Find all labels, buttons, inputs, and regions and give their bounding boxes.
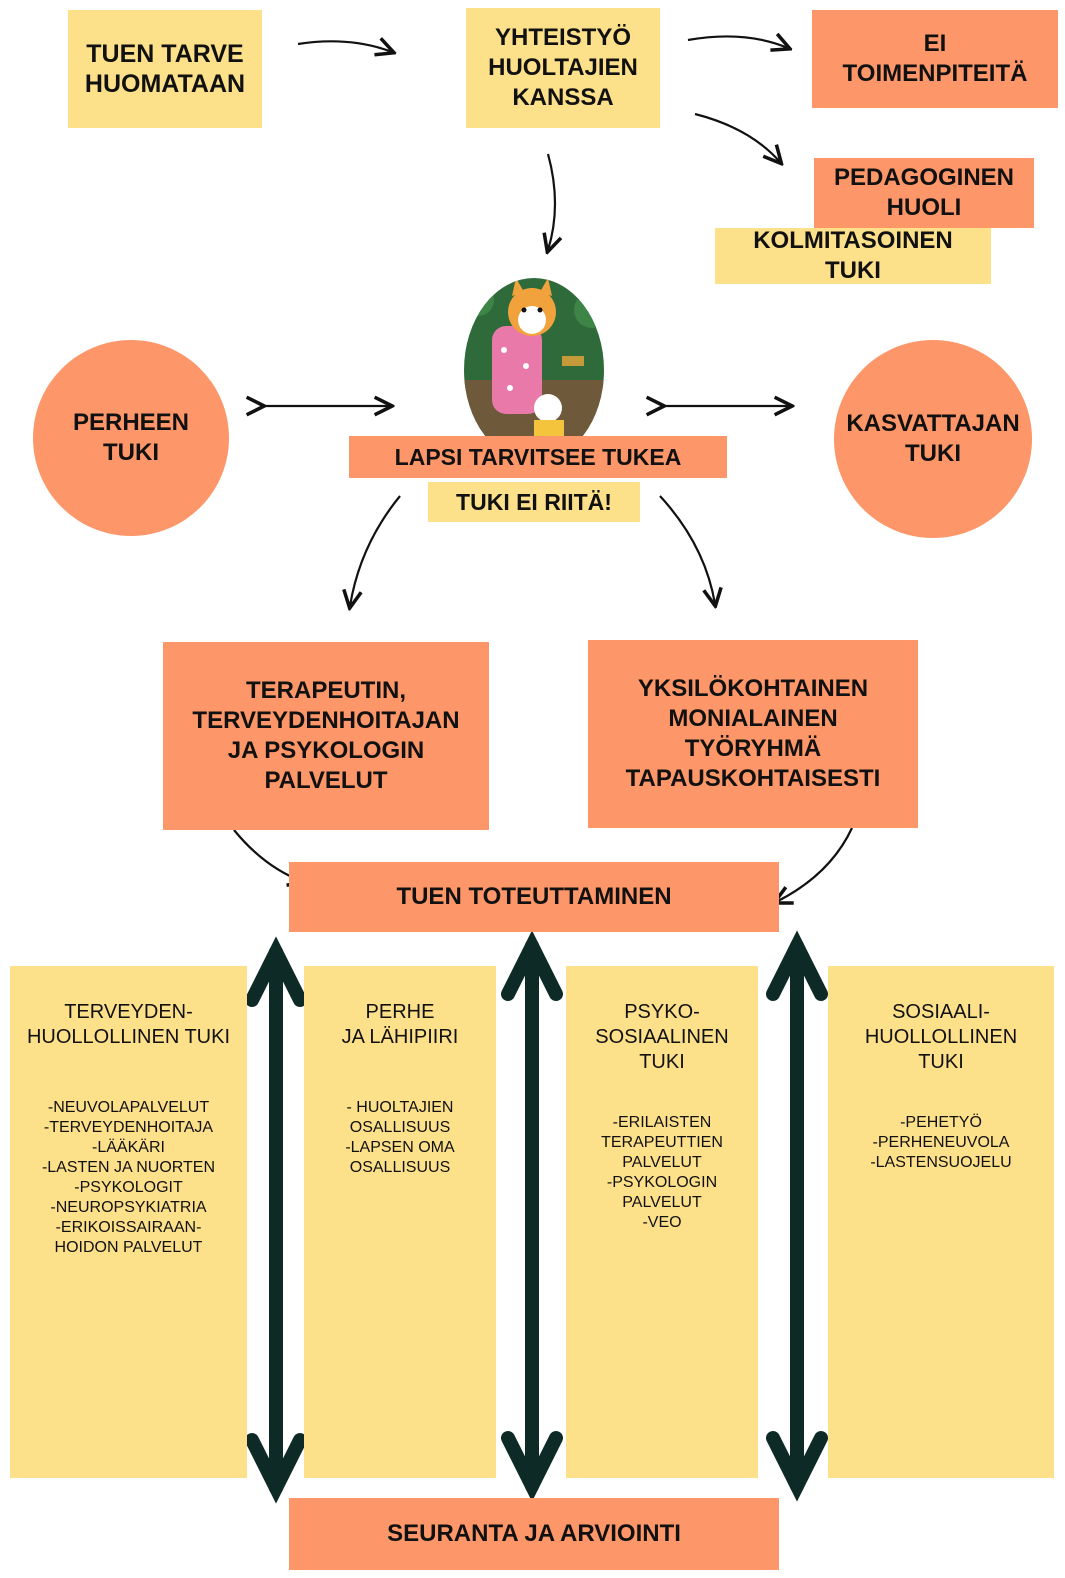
psychosocial-support-column: PSYKO- SOSIAALINEN TUKI -ERILAISTEN TERA… (566, 966, 758, 1478)
three-tier-support-box: KOLMITASOINEN TUKI (715, 228, 991, 284)
column-title: PSYKO- SOSIAALINEN TUKI (595, 1001, 729, 1073)
cooperation-box: YHTEISTYÖ HUOLTAJIEN KANSSA (466, 8, 660, 128)
column-title: TERVEYDEN- HUOLLOLLINEN TUKI (26, 1001, 231, 1048)
multidisciplinary-team-box: YKSILÖKOHTAINEN MONIALAINEN TYÖRYHMÄ TAP… (588, 640, 918, 828)
family-circle-column: PERHE JA LÄHIPIIRI - HUOLTAJIEN OSALLISU… (304, 966, 496, 1478)
column-items: - HUOLTAJIEN OSALLISUUS -LAPSEN OMA OSAL… (345, 1099, 455, 1176)
support-not-enough-box: TUKI EI RIITÄ! (428, 482, 640, 522)
implementation-box: TUEN TOTEUTTAMINEN (289, 862, 779, 932)
column-title: SOSIAALI- HUOLLOLLINEN TUKI (864, 1001, 1018, 1073)
arrow-child-to-therapist (350, 495, 401, 606)
family-support-circle: PERHEEN TUKI (33, 340, 229, 536)
column-items: -NEUVOLAPALVELUT -TERVEYDENHOITAJA -LÄÄK… (41, 1099, 216, 1256)
arrow-need-to-cooperation (297, 41, 392, 52)
column-items: -ERILAISTEN TERAPEUTTIEN PALVELUT -PSYKO… (601, 1114, 723, 1231)
follow-up-evaluation-box: SEURANTA JA ARVIOINTI (289, 1498, 779, 1570)
pedagogical-concern-box: PEDAGOGINEN HUOLI (814, 158, 1034, 228)
need-noticed-box: TUEN TARVE HUOMATAAN (68, 10, 262, 128)
arrow-cooperation-to-child (548, 153, 555, 250)
arrow-child-to-team (659, 495, 715, 604)
big-double-arrow-1 (245, 936, 307, 1504)
arrow-cooperation-to-pedagogical (694, 112, 780, 162)
therapist-services-box: TERAPEUTIN, TERVEYDENHOITAJAN JA PSYKOLO… (163, 642, 489, 830)
arrow-team-to-implementation (776, 827, 853, 902)
no-action-box: EI TOIMENPITEITÄ (812, 10, 1058, 108)
social-care-support-column: SOSIAALI- HUOLLOLLINEN TUKI -PEHETYÖ -PE… (828, 966, 1054, 1478)
educator-support-circle: KASVATTAJAN TUKI (834, 340, 1032, 538)
child-needs-support-box: LAPSI TARVITSEE TUKEA (349, 436, 727, 478)
big-double-arrow-3 (766, 930, 828, 1502)
column-items: -PEHETYÖ -PERHENEUVOLA -LASTENSUOJELU (870, 1114, 1012, 1171)
health-care-support-column: TERVEYDEN- HUOLLOLLINEN TUKI -NEUVOLAPAL… (10, 966, 247, 1478)
big-double-arrow-2 (501, 930, 563, 1502)
arrow-cooperation-to-no-action (687, 36, 788, 48)
column-title: PERHE JA LÄHIPIIRI (341, 1001, 459, 1048)
